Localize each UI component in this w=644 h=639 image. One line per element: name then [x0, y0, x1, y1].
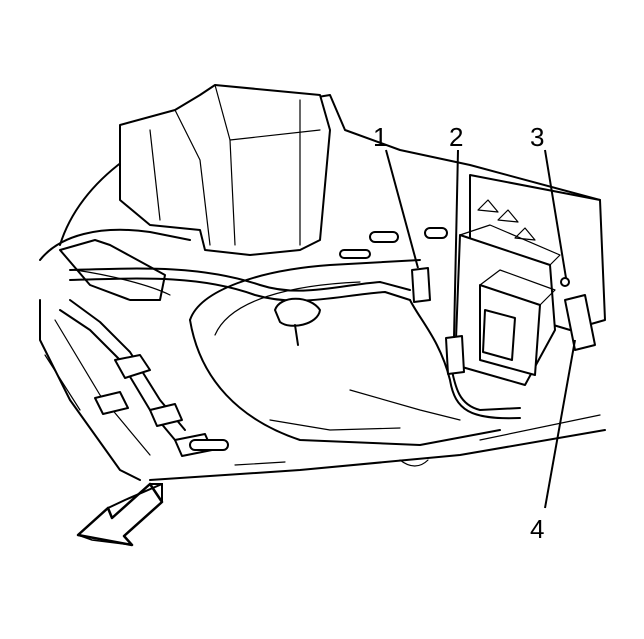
callout-1: 1: [373, 122, 387, 152]
callout-2: 2: [449, 122, 463, 152]
forward-arrow-icon: [76, 482, 164, 547]
battery-cables: [409, 267, 570, 420]
floor-pan-recess: [189, 259, 501, 446]
cable-terminal-1: [411, 267, 431, 303]
left-rail-harness: [59, 239, 411, 457]
callout-3: 3: [530, 122, 544, 152]
cable-terminal-2: [445, 335, 465, 375]
floor-slots: [189, 227, 448, 451]
floor-grommet: [274, 297, 321, 346]
bolt-3: [560, 277, 570, 287]
leader-lines: [385, 149, 576, 509]
center-tunnel: [119, 84, 331, 256]
callout-4: 4: [530, 514, 544, 544]
battery-assembly: [454, 174, 606, 386]
